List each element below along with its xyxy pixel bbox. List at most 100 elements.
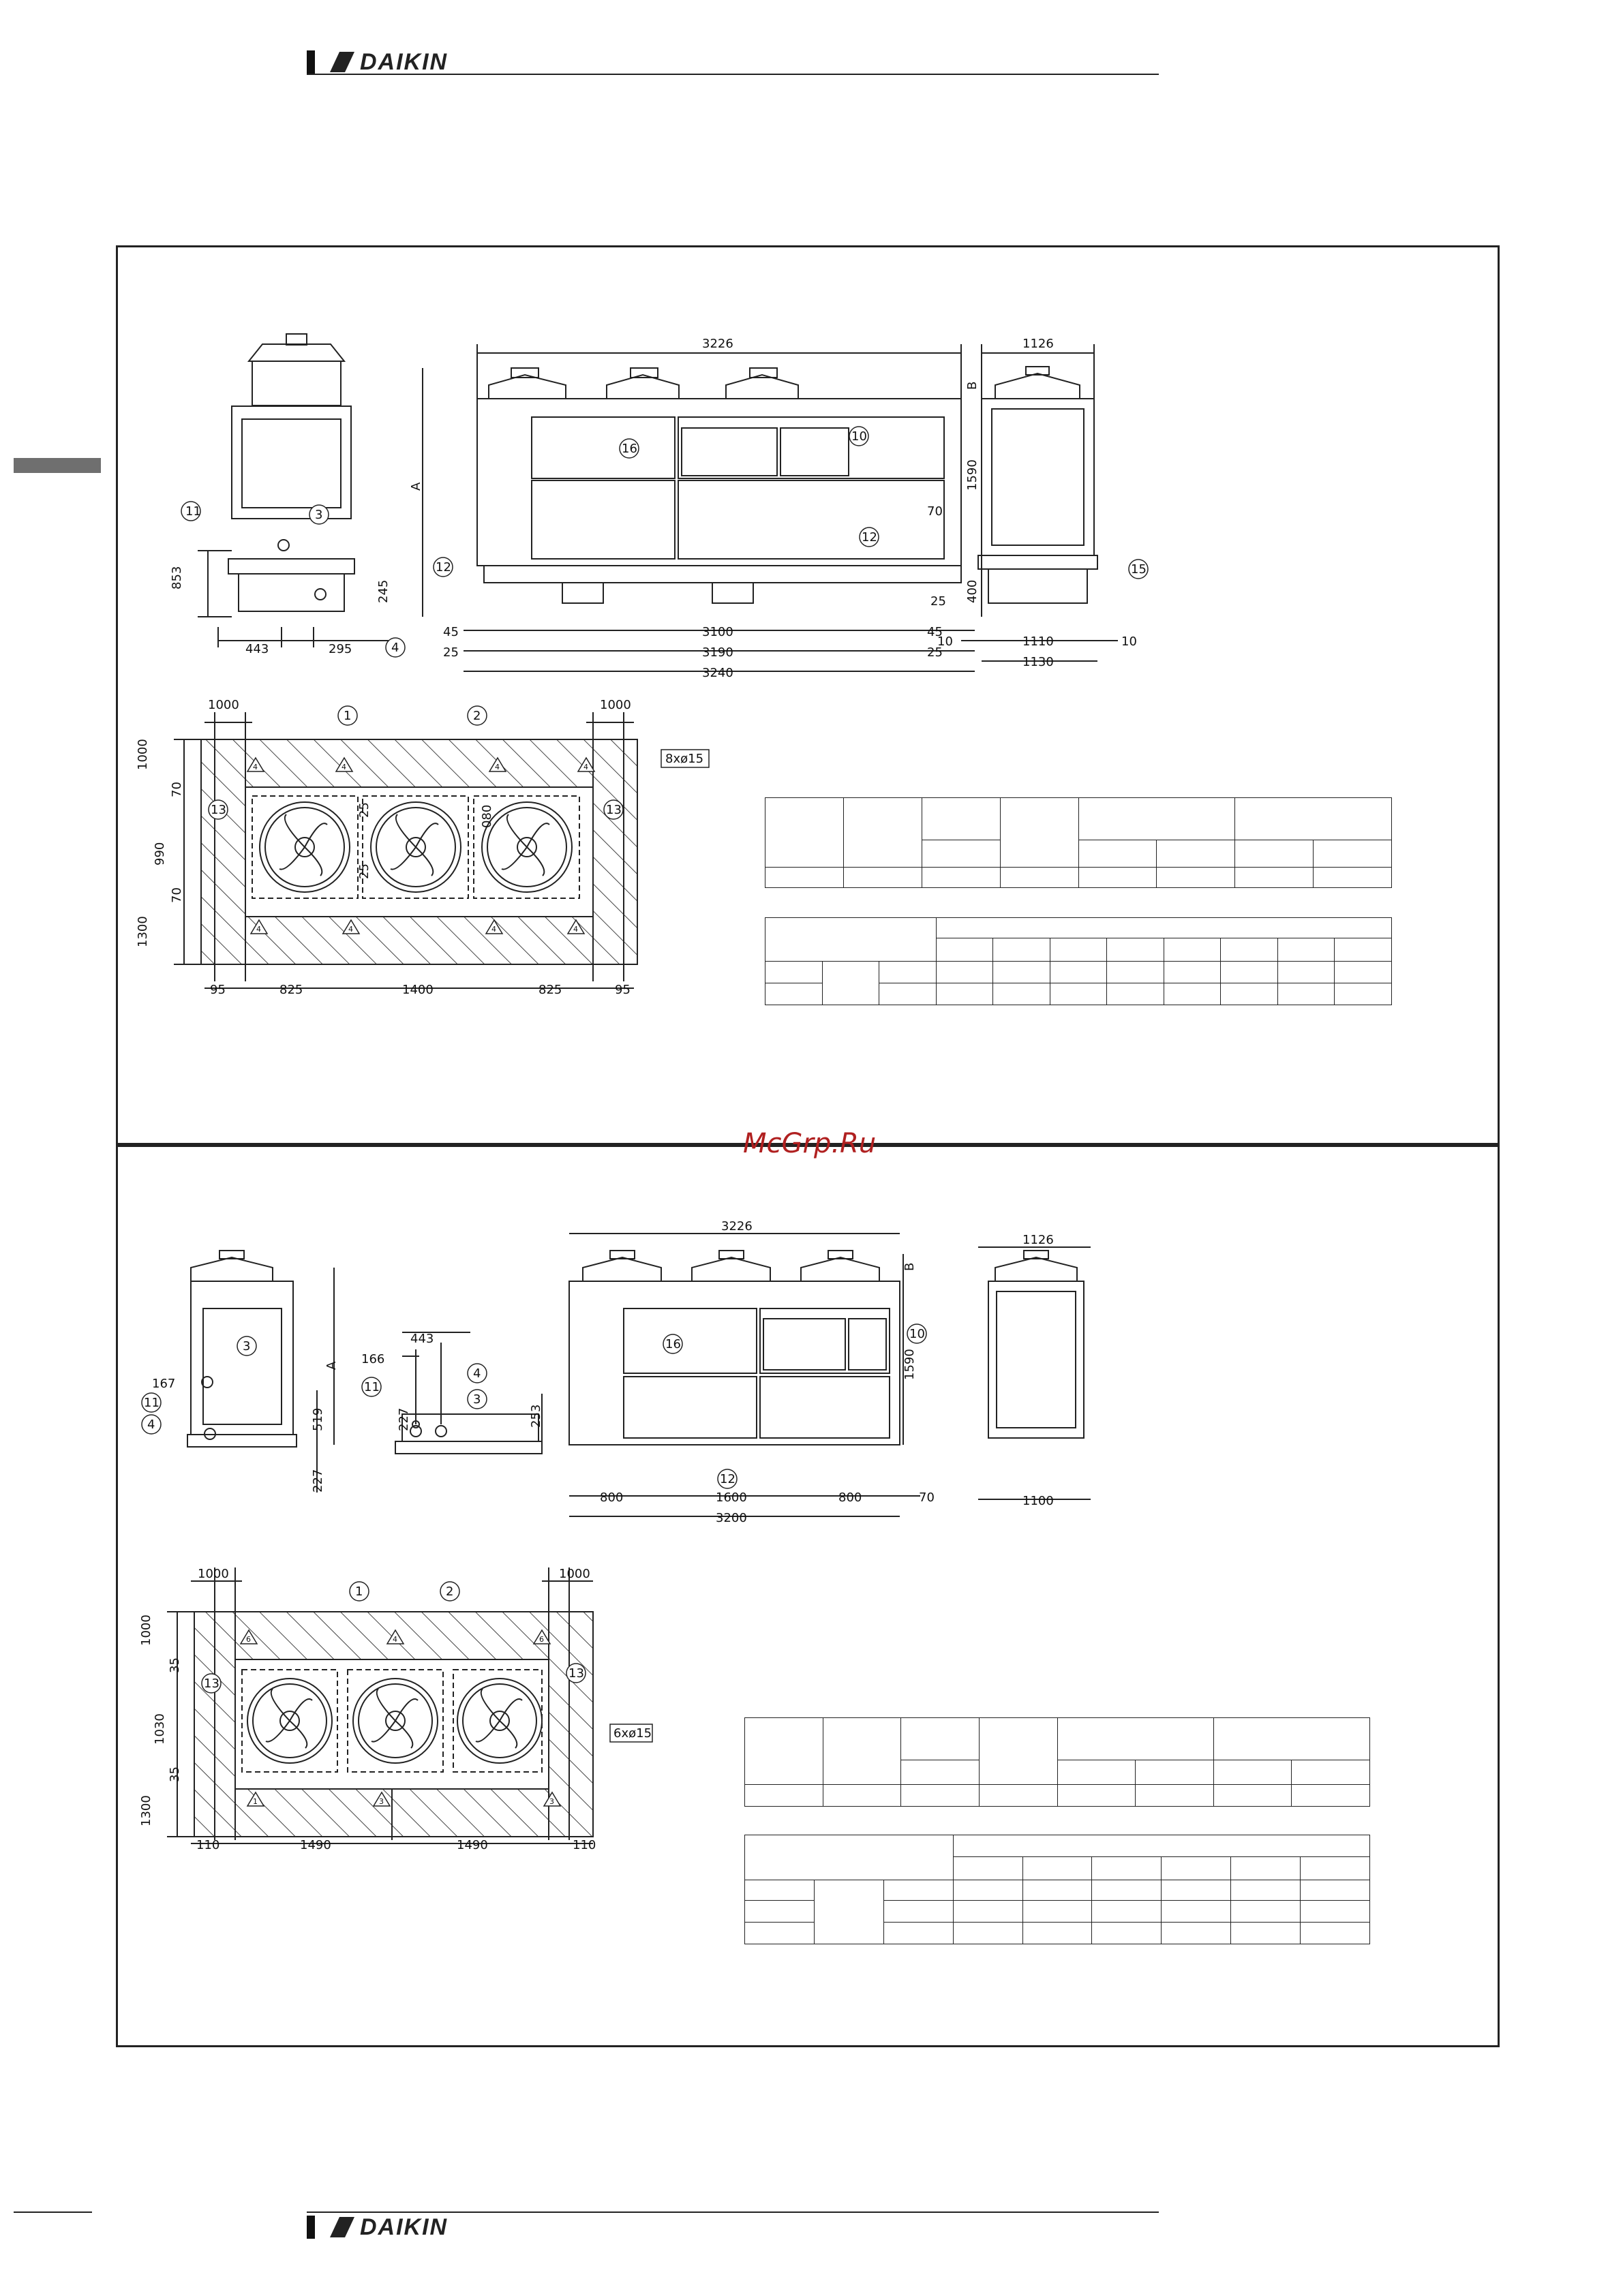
dim-side-a: A bbox=[409, 482, 423, 491]
dim-bplan-1490b: 1490 bbox=[457, 1838, 488, 1852]
callout-11: 11 bbox=[185, 504, 201, 519]
dim-bplan-1000a: 1000 bbox=[198, 1567, 229, 1581]
dim-front-70: 70 bbox=[927, 504, 943, 519]
dim-bplan-110b: 110 bbox=[573, 1838, 596, 1852]
dim-side-245: 245 bbox=[376, 580, 391, 603]
dim-bplan-1300: 1300 bbox=[139, 1795, 153, 1826]
dim-bfront-3200: 3200 bbox=[716, 1511, 747, 1525]
dim-bside-167: 167 bbox=[152, 1377, 175, 1391]
top-side-labels: 853 245 443 295 A bbox=[170, 482, 423, 656]
callout-plan-13b: 13 bbox=[606, 803, 622, 817]
dim-plan-1000a: 1000 bbox=[208, 698, 239, 712]
dim-detail-166: 166 bbox=[361, 1352, 384, 1366]
dim-front-3190: 3190 bbox=[702, 645, 733, 660]
dim-plan-825b: 825 bbox=[539, 983, 562, 997]
dim-plan-1300: 1300 bbox=[136, 916, 150, 947]
footer-rule bbox=[307, 2211, 1159, 2213]
footer-bar-mark bbox=[307, 2216, 315, 2239]
callout-b11: 11 bbox=[144, 1396, 160, 1410]
dim-bfront-b: B bbox=[902, 1263, 917, 1271]
dim-plan-25b: 25 bbox=[357, 863, 371, 879]
dim-bplan-1030: 1030 bbox=[153, 1713, 167, 1745]
callout-b3: 3 bbox=[243, 1339, 250, 1353]
bottom-plan-view: 6 4 6 1 3 3 1000 1000 1000 35 1030 35 13… bbox=[139, 1567, 653, 1852]
dim-end-1110: 1110 bbox=[1022, 634, 1054, 649]
dim-front-45a: 45 bbox=[443, 625, 459, 639]
plan-tri-4: 4 bbox=[583, 763, 588, 771]
dim-front-1590: 1590 bbox=[965, 459, 980, 491]
bottom-drawings: 167 519 227 A 3 11 4 443 166 227 253 11 … bbox=[139, 1219, 1091, 1852]
bottom-front-view bbox=[568, 1233, 920, 1517]
plan-tri-1: 4 bbox=[253, 763, 258, 771]
spec-table-bottom-2 bbox=[744, 1835, 1371, 1944]
bplan-holes: 6xø15 bbox=[613, 1726, 652, 1741]
dim-bplan-35b: 35 bbox=[168, 1766, 182, 1782]
header: DAIKIN bbox=[307, 48, 1159, 75]
callout-plan-2: 2 bbox=[473, 709, 481, 723]
dim-bplan-1000c: 1000 bbox=[139, 1614, 153, 1646]
plan-tri-3: 4 bbox=[495, 763, 500, 771]
plan-tri-5: 4 bbox=[256, 925, 261, 934]
dim-bside-a: A bbox=[324, 1361, 339, 1370]
top-drawings: 853 245 443 295 A 11 3 4 bbox=[136, 333, 1149, 997]
callout-bplan-13b: 13 bbox=[568, 1666, 584, 1681]
top-side-callouts bbox=[181, 501, 406, 658]
top-front-view bbox=[464, 344, 982, 672]
dim-plan-70a: 70 bbox=[170, 782, 184, 797]
dim-plan-25a: 25 bbox=[357, 802, 371, 818]
plan-tri-8: 4 bbox=[573, 925, 578, 934]
bottom-detail-view bbox=[395, 1332, 543, 1454]
dim-bside-227: 227 bbox=[311, 1469, 325, 1493]
plan-tri-7: 4 bbox=[491, 925, 496, 934]
plan-holes: 8xø15 bbox=[665, 752, 703, 766]
header-brand: DAIKIN bbox=[360, 49, 449, 75]
bottom-side-view bbox=[187, 1250, 335, 1493]
dim-bfront-1600: 1600 bbox=[716, 1490, 747, 1505]
dim-front-25c: 25 bbox=[927, 645, 943, 660]
callout-16: 16 bbox=[622, 442, 637, 456]
daikin-logo-icon bbox=[329, 50, 356, 74]
callout-12b: 12 bbox=[862, 530, 877, 545]
dim-plan-95b: 95 bbox=[615, 983, 631, 997]
dim-bplan-1000b: 1000 bbox=[559, 1567, 590, 1581]
callout-d11: 11 bbox=[364, 1380, 380, 1394]
footer-brand: DAIKIN bbox=[360, 2214, 449, 2240]
header-bar-mark bbox=[307, 50, 315, 74]
plan-tri-2: 4 bbox=[342, 763, 346, 771]
bplan-tri-6: 3 bbox=[549, 1797, 554, 1806]
callout-bplan-1: 1 bbox=[355, 1585, 363, 1599]
watermark: McGrp.Ru bbox=[743, 1128, 877, 1159]
dim-end-1130: 1130 bbox=[1022, 655, 1054, 669]
bottom-end-view bbox=[978, 1246, 1091, 1500]
top-plan-view: 4 4 4 4 4 4 4 4 1000 1000 1000 70 990 70… bbox=[136, 698, 710, 997]
dim-bfront-70: 70 bbox=[919, 1490, 935, 1505]
dim-bplan-1490a: 1490 bbox=[300, 1838, 331, 1852]
dim-bend-1126: 1126 bbox=[1022, 1233, 1054, 1247]
callout-b10: 10 bbox=[909, 1327, 925, 1341]
spec-table-top-1 bbox=[765, 797, 1392, 888]
spec-table-bottom-1 bbox=[744, 1717, 1371, 1807]
dim-front-400: 400 bbox=[965, 580, 980, 603]
dim-detail-227: 227 bbox=[397, 1408, 411, 1431]
dim-front-b: B bbox=[965, 382, 980, 390]
dim-side-853: 853 bbox=[170, 566, 184, 590]
callout-d3: 3 bbox=[473, 1392, 481, 1407]
callout-plan-1: 1 bbox=[344, 709, 351, 723]
dim-front-25a: 25 bbox=[930, 594, 946, 609]
dim-bside-519: 519 bbox=[311, 1408, 325, 1431]
dim-plan-825a: 825 bbox=[279, 983, 303, 997]
drawing-frame-bottom bbox=[116, 1145, 1500, 2047]
dim-front-3100: 3100 bbox=[702, 625, 733, 639]
top-side-view bbox=[198, 333, 423, 647]
callout-b4: 4 bbox=[147, 1418, 155, 1432]
dim-front-3226: 3226 bbox=[702, 337, 733, 351]
dim-bfront-1590: 1590 bbox=[902, 1349, 917, 1380]
callout-plan-13a: 13 bbox=[211, 803, 226, 817]
dim-plan-1000c: 1000 bbox=[136, 739, 150, 770]
dim-front-25b: 25 bbox=[443, 645, 459, 660]
bplan-tri-2: 4 bbox=[393, 1635, 397, 1644]
dim-plan-080: 080 bbox=[480, 805, 494, 828]
dim-plan-1000b: 1000 bbox=[600, 698, 631, 712]
bplan-tri-4: 1 bbox=[253, 1797, 258, 1806]
callout-15: 15 bbox=[1131, 562, 1147, 577]
